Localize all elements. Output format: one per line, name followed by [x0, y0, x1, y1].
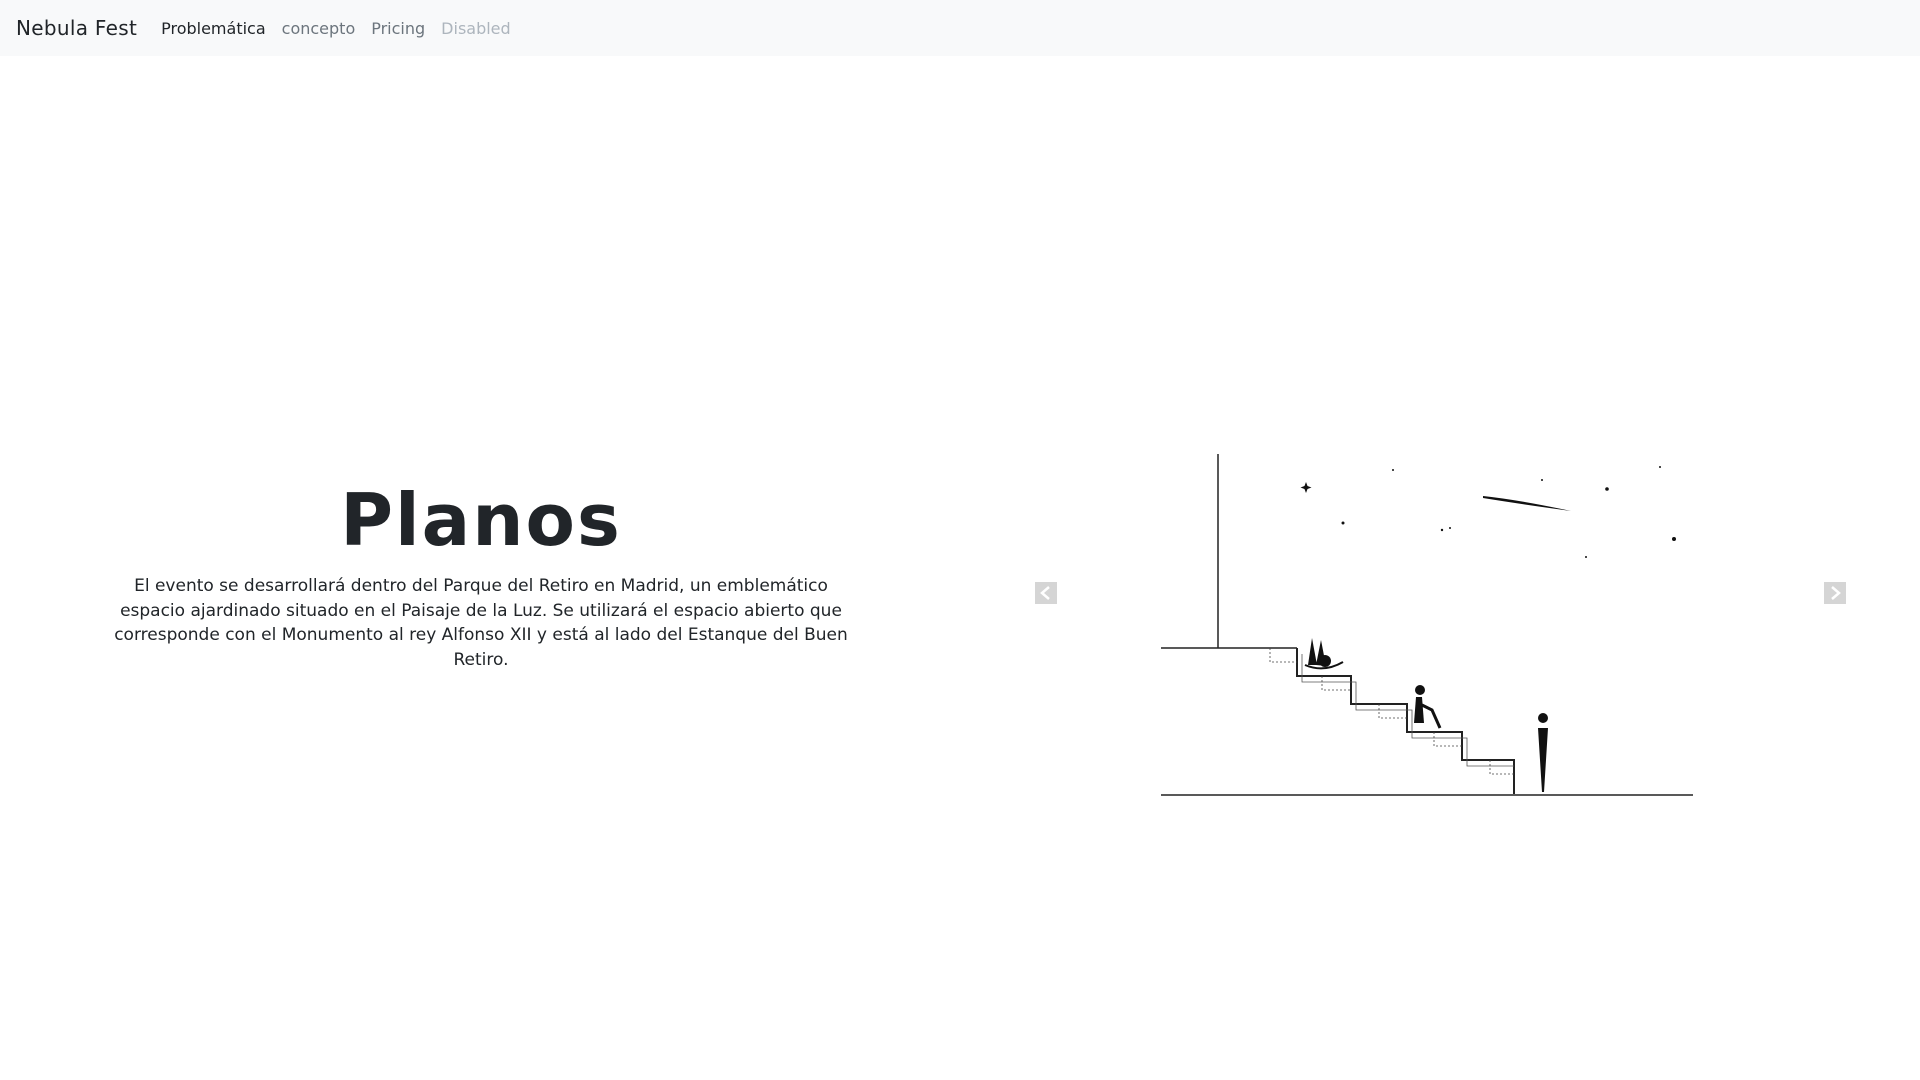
- carousel-next-button[interactable]: [1824, 582, 1846, 604]
- brand-link[interactable]: Nebula Fest: [16, 16, 138, 40]
- image-carousel: [1030, 440, 1850, 840]
- hero-section: Planos El evento se desarrollará dentro …: [100, 480, 862, 672]
- nav-link-problematica[interactable]: Problemática: [161, 18, 266, 38]
- navbar: Nebula Fest Problemática concepto Pricin…: [0, 0, 1920, 56]
- nav-link-disabled: Disabled: [441, 18, 511, 38]
- nav-link-concepto[interactable]: concepto: [281, 18, 356, 38]
- carousel-prev-button[interactable]: [1035, 582, 1057, 604]
- chevron-left-icon: [1040, 586, 1050, 600]
- stairs-night-sky-illustration: [1161, 454, 1693, 796]
- nav-link-pricing[interactable]: Pricing: [371, 18, 426, 38]
- page-title: Planos: [340, 478, 622, 562]
- chevron-right-icon: [1831, 586, 1841, 600]
- hero-description: El evento se desarrollará dentro del Par…: [114, 576, 848, 670]
